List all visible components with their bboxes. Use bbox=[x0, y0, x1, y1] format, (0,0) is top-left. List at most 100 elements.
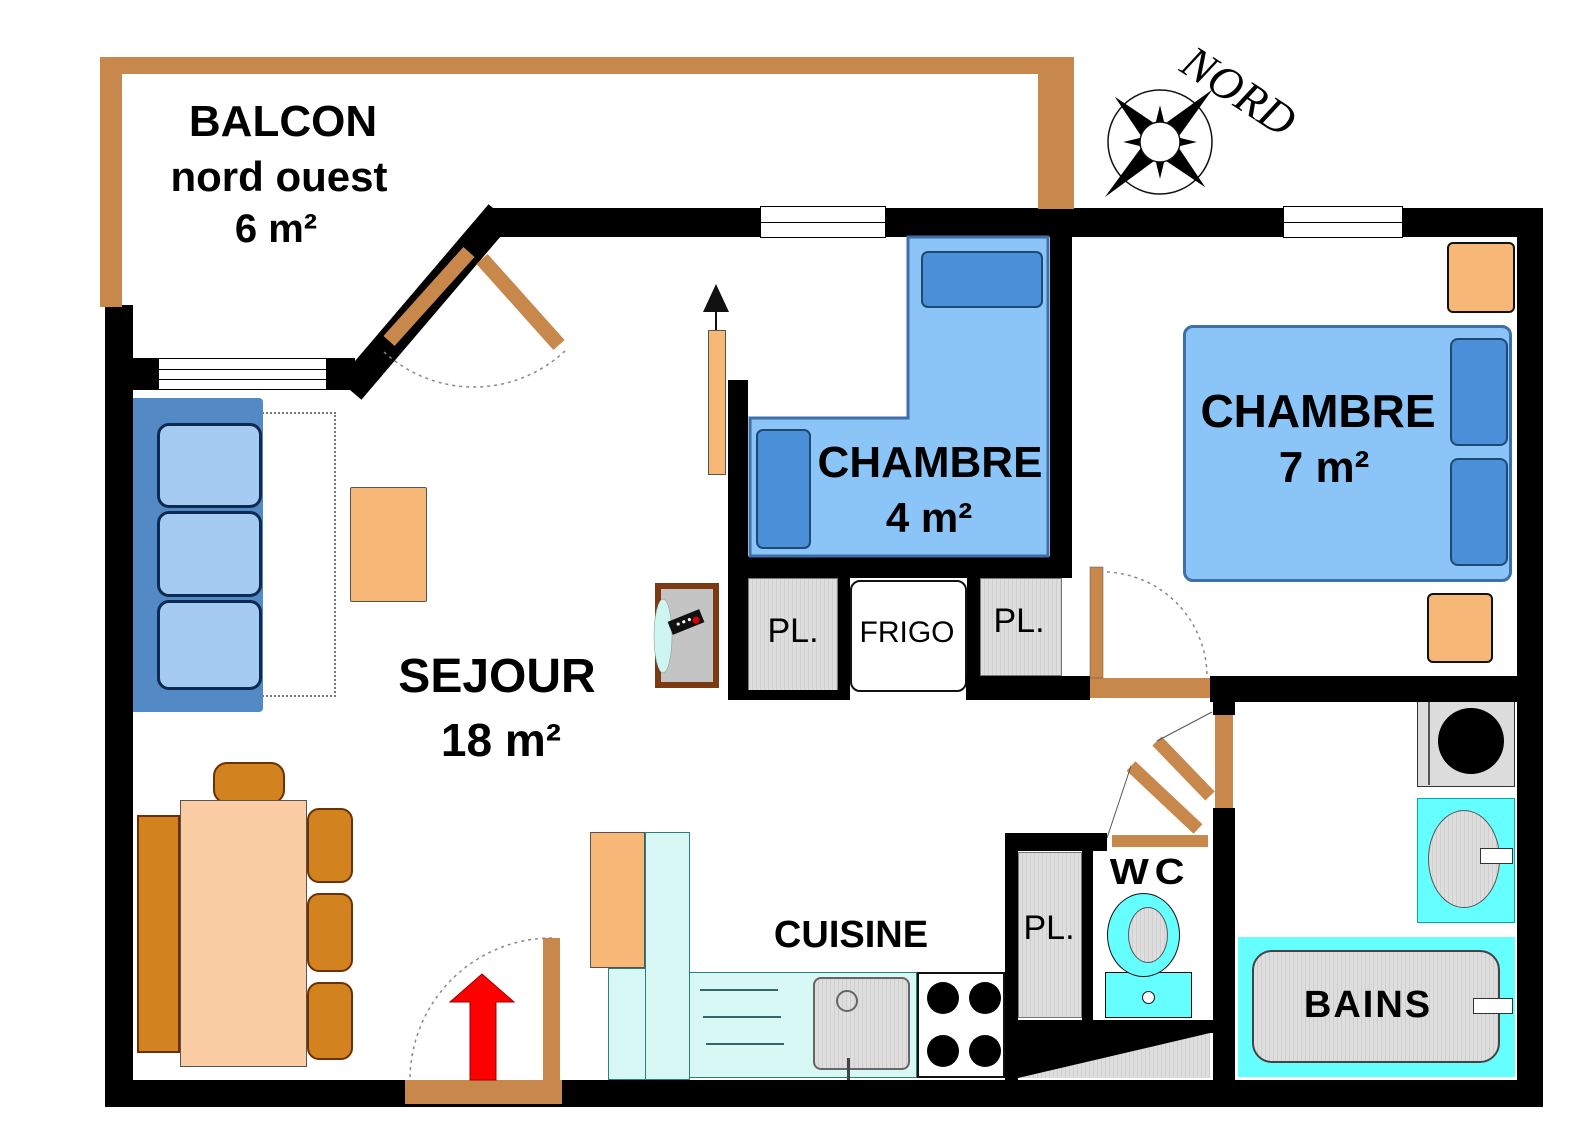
pillow bbox=[1450, 338, 1508, 446]
closet-label-pl3: PL. bbox=[1023, 909, 1075, 947]
dining-chair bbox=[307, 808, 353, 883]
room-label-balcon: BALCON bbox=[188, 97, 378, 146]
room-label-bains: BAINS bbox=[1303, 984, 1433, 1026]
sliding-door-bar bbox=[708, 330, 726, 475]
washing-machine-hinge bbox=[1428, 695, 1430, 785]
wall-diagonal bbox=[338, 204, 512, 400]
kitchen-counter bbox=[645, 832, 690, 1080]
wall-wc-north bbox=[1005, 833, 1107, 851]
kitchen-faucet bbox=[847, 1058, 850, 1088]
toilet-button bbox=[1142, 991, 1155, 1004]
room-label-balcon-orientation: nord ouest bbox=[170, 153, 388, 200]
wall-chambre4-west bbox=[728, 380, 748, 700]
closet-pl3 bbox=[1018, 852, 1082, 1018]
room-label-chambre4: CHAMBRE bbox=[817, 438, 1043, 487]
kitchen-drawer-line bbox=[703, 1016, 781, 1018]
sloped-ceiling-wedge bbox=[1018, 1033, 1210, 1078]
wall-closet-south bbox=[728, 690, 850, 700]
window-chambre7 bbox=[1283, 206, 1403, 238]
closet-pl1 bbox=[748, 578, 838, 692]
room-label-sejour: SEJOUR bbox=[398, 650, 596, 703]
door-leaf-bathroom bbox=[1215, 715, 1233, 808]
kitchen-drawer-line bbox=[706, 1043, 784, 1045]
door-sill-chambre7 bbox=[1090, 678, 1210, 698]
dining-table bbox=[180, 800, 307, 1067]
wall-east bbox=[1517, 208, 1543, 1107]
door-leaf-entrance bbox=[543, 938, 560, 1080]
wall-bath-west-lower bbox=[1213, 808, 1235, 1080]
closet-pl2 bbox=[980, 578, 1062, 676]
stove-burner bbox=[927, 1035, 959, 1067]
compass-label: NORD bbox=[1172, 35, 1306, 147]
wedge-triangle bbox=[1018, 1033, 1210, 1078]
dining-chair bbox=[213, 762, 285, 804]
room-label-chambre4-area: 4 m² bbox=[885, 494, 973, 541]
closet-label-pl1: PL. bbox=[767, 612, 819, 650]
wall-wc-divider bbox=[1082, 851, 1093, 1020]
door-sill-wc bbox=[1112, 835, 1208, 847]
wall-closet-divider bbox=[838, 578, 850, 700]
wall-west bbox=[105, 305, 133, 1107]
stove-burner bbox=[927, 982, 959, 1014]
fridge-label: FRIGO bbox=[859, 616, 955, 649]
bathtub-faucet bbox=[1473, 998, 1513, 1014]
balcony-rail-right bbox=[1038, 57, 1074, 209]
pillow bbox=[1450, 458, 1508, 566]
room-label-balcon-area: 6 m² bbox=[234, 207, 318, 251]
wall-bath-west-upper bbox=[1213, 698, 1235, 715]
closet-label-pl2: PL. bbox=[993, 602, 1045, 640]
sofa-cushion bbox=[157, 423, 262, 508]
door-leaf-chambre7 bbox=[1089, 566, 1104, 679]
wall-hall-north bbox=[966, 676, 1090, 700]
door-sill-entrance bbox=[405, 1080, 562, 1104]
door-leaf-balcony bbox=[383, 246, 475, 347]
nightstand bbox=[1427, 593, 1493, 663]
door-leaf-balcony bbox=[476, 253, 565, 351]
door-leaf-open bbox=[1152, 736, 1215, 801]
room-label-wc: WC bbox=[1109, 851, 1191, 892]
kitchen-sink bbox=[813, 977, 910, 1070]
kitchen-counter bbox=[608, 968, 646, 1080]
wall-wc-west bbox=[1005, 833, 1018, 1080]
sofa-cushion bbox=[157, 600, 262, 690]
wall-chambres-divider bbox=[1050, 237, 1072, 578]
door-swing-arc-chambre7 bbox=[1106, 571, 1208, 677]
window-chambre4 bbox=[760, 206, 886, 238]
room-label-chambre7: CHAMBRE bbox=[1200, 385, 1436, 437]
wall-chambre7-south bbox=[1210, 676, 1543, 702]
bath-sink-faucet bbox=[1480, 848, 1513, 864]
door-leaf-open bbox=[1126, 761, 1203, 834]
dining-bench bbox=[137, 815, 180, 1053]
wall-wc-south bbox=[1005, 1020, 1232, 1033]
wall-south bbox=[105, 1080, 1543, 1107]
balcony-rail-left bbox=[100, 57, 122, 307]
room-label-chambre7-area: 7 m² bbox=[1278, 443, 1370, 492]
tv-cabinet bbox=[655, 583, 719, 688]
kitchen-sink-drain bbox=[836, 990, 858, 1012]
dining-chair bbox=[307, 893, 353, 972]
kitchen-drawer-line bbox=[700, 989, 778, 991]
bathtub-basin bbox=[1252, 950, 1500, 1063]
wall-closet-divider bbox=[967, 578, 980, 700]
kitchen-cabinet bbox=[590, 832, 645, 968]
fridge bbox=[850, 580, 967, 692]
nightstand bbox=[1447, 242, 1515, 313]
sofa-cushion bbox=[157, 511, 262, 597]
room-label-cuisine: CUISINE bbox=[773, 914, 929, 956]
balcony-rail-top bbox=[100, 57, 1074, 74]
window-sejour bbox=[158, 358, 327, 390]
pillow bbox=[756, 429, 811, 549]
sofa-bed-outline bbox=[205, 412, 336, 697]
toilet-seat bbox=[1128, 907, 1168, 963]
washing-machine-door bbox=[1438, 708, 1504, 774]
door-swing-arc-entrance bbox=[409, 937, 553, 1081]
side-table bbox=[350, 487, 427, 602]
dining-chair bbox=[307, 982, 353, 1060]
pillow bbox=[921, 251, 1043, 308]
slide-arrow-head bbox=[703, 284, 729, 312]
door-hinge-line bbox=[1156, 711, 1213, 742]
door-hinge-line bbox=[1106, 765, 1132, 839]
room-label-sejour-area: 18 m² bbox=[440, 714, 562, 766]
wall-chambre4-south bbox=[728, 556, 1050, 578]
